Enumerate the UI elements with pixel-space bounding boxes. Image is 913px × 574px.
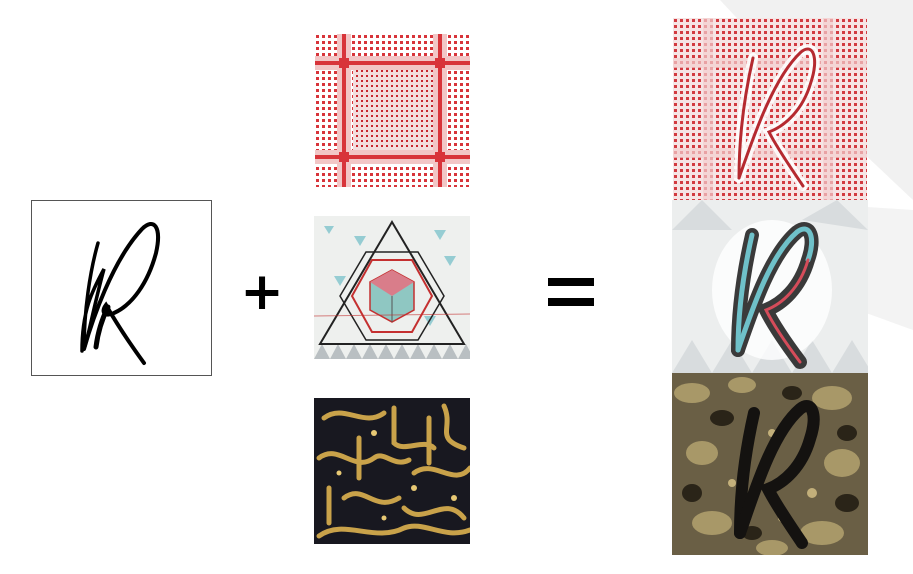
stylized-r-geometric-image bbox=[672, 200, 868, 373]
equals-top-bar bbox=[548, 278, 594, 286]
stylized-r-keffiyeh-image bbox=[673, 18, 867, 200]
stylized-r-calligraphy-image bbox=[672, 373, 868, 555]
plus-operator: + bbox=[240, 262, 284, 322]
content-glyph-image bbox=[31, 200, 212, 376]
keffiyeh-pattern-image bbox=[315, 34, 470, 187]
geometric-pattern-image bbox=[314, 216, 470, 359]
equals-bottom-bar bbox=[548, 298, 594, 306]
equals-operator bbox=[548, 276, 594, 308]
arabic-calligraphy-image bbox=[314, 398, 470, 544]
calligraphic-r-glyph-icon bbox=[80, 222, 161, 365]
